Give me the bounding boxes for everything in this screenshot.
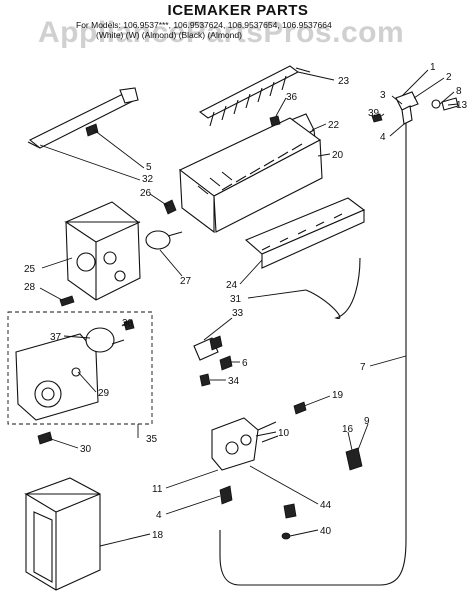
callout-16: 16 [342, 424, 354, 435]
callout-44: 44 [320, 500, 332, 511]
callout-23: 23 [338, 76, 350, 87]
callout-4: 4 [380, 132, 386, 143]
models-line: For Models: 106.9537***, 106.9537624, 10… [76, 20, 332, 30]
part-bracket-33 [193, 335, 223, 361]
callout-20: 20 [332, 150, 344, 161]
part-fittings-top-right [371, 91, 459, 125]
leader-lines [39, 69, 459, 547]
subassembly-box-35 [7, 311, 153, 425]
part-ejector-23 [198, 65, 311, 127]
callout-27: 27 [180, 276, 192, 287]
callout-2: 2 [446, 72, 452, 83]
callout-39: 39 [368, 108, 380, 119]
callout-24: 24 [226, 280, 238, 291]
callout-6: 6 [242, 358, 248, 369]
callout-7: 7 [360, 362, 366, 373]
callout-22: 22 [328, 120, 340, 131]
watermark: AppliancePartsPros.com [38, 16, 405, 49]
part-clip-26 [163, 199, 177, 215]
callout-30: 30 [80, 444, 92, 455]
callout-5: 5 [146, 162, 152, 173]
callout-31: 31 [230, 294, 242, 305]
callout-28: 28 [24, 282, 36, 293]
callout-1: 1 [430, 62, 436, 73]
part-wire-arm-31 [305, 257, 361, 319]
callout-40: 40 [320, 526, 332, 537]
callout-labels: 1 2 8 13 3 39 4 23 36 22 20 5 32 26 25 2… [24, 62, 468, 541]
part-cover-18 [24, 477, 101, 591]
part-ice-mold-20 [178, 117, 323, 234]
hardware-small-parts [37, 115, 363, 540]
callout-37: 37 [50, 332, 62, 343]
callout-3: 3 [380, 90, 386, 101]
callout-26: 26 [140, 188, 152, 199]
callout-13: 13 [456, 100, 468, 111]
part-gear-27 [145, 230, 183, 250]
callout-33: 33 [232, 308, 244, 319]
callout-10: 10 [278, 428, 290, 439]
diagram-title: ICEMAKER PARTS [167, 2, 309, 19]
callout-29: 29 [98, 388, 110, 399]
part-water-valve-10 [211, 417, 279, 471]
part-bracket-5 [27, 87, 139, 149]
part-motor-37 [85, 327, 125, 353]
callout-18: 18 [152, 530, 164, 541]
part-module-29 [15, 333, 99, 421]
callout-19: 19 [332, 390, 344, 401]
colors-line: (White) (W) (Almond) (Black) (Almond) [96, 30, 242, 40]
callout-11: 11 [152, 484, 163, 495]
callout-9: 9 [364, 416, 370, 427]
part-motor-housing-25 [64, 201, 141, 301]
part-water-tube-7 [219, 122, 407, 586]
callout-38: 38 [122, 318, 134, 329]
callout-4b: 4 [156, 510, 162, 521]
callout-35: 35 [146, 434, 158, 445]
part-shelf-24 [244, 197, 366, 269]
callout-34: 34 [228, 376, 240, 387]
callout-8: 8 [456, 86, 462, 97]
callout-36: 36 [286, 92, 298, 103]
callout-32: 32 [142, 174, 154, 185]
callout-25: 25 [24, 264, 36, 275]
